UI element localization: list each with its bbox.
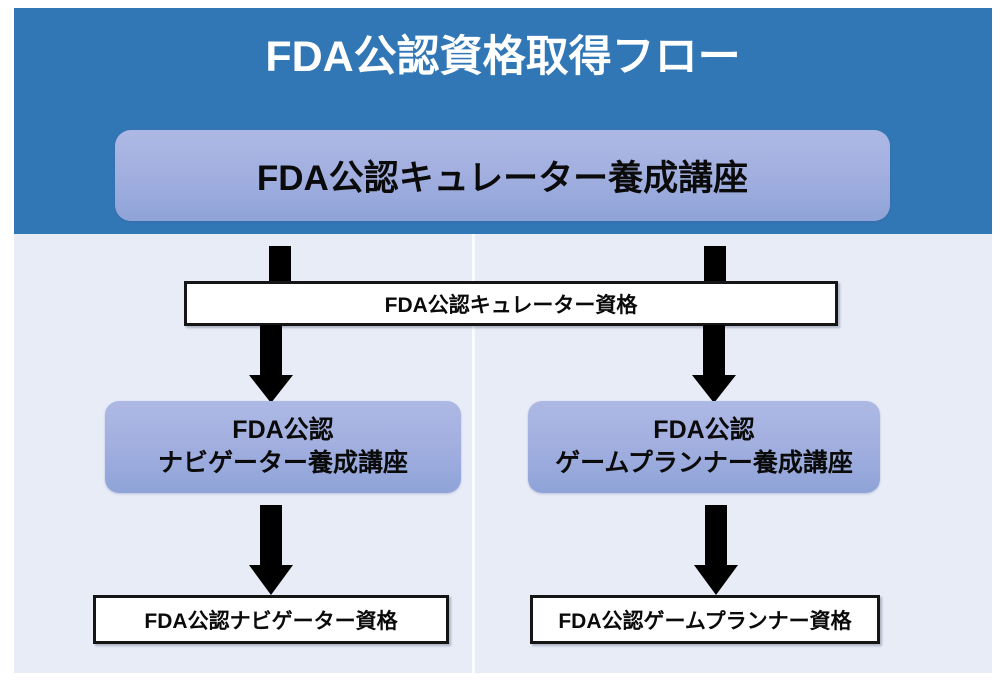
course-box-navigator-line1: FDA公認 [232,416,334,444]
arrow-curator-course-to-cert-left [259,246,301,284]
arrow-curator-cert-to-navigator-course [249,325,293,403]
cert-box-navigator-label: FDA公認ナビゲーター資格 [144,609,398,633]
course-box-curator-label: FDA公認キュレーター養成講座 [256,159,749,198]
course-box-navigator-label: FDA公認 ナビゲーター養成講座 [158,414,408,480]
cert-box-curator[interactable]: FDA公認キュレーター資格 [184,281,838,326]
cert-box-gameplanner[interactable]: FDA公認ゲームプランナー資格 [530,595,880,644]
page-title: FDA公認資格取得フロー [265,33,741,81]
cert-box-navigator[interactable]: FDA公認ナビゲーター資格 [93,595,449,644]
arrow-curator-course-to-cert-right [694,246,736,284]
course-box-gameplanner[interactable]: FDA公認 ゲームプランナー養成講座 [528,401,880,493]
course-box-curator[interactable]: FDA公認キュレーター養成講座 [115,130,890,221]
branch-divider [472,234,475,673]
arrow-navigator-course-to-cert [249,505,293,595]
course-box-navigator-line2: ナビゲーター養成講座 [157,449,408,477]
cert-box-gameplanner-label: FDA公認ゲームプランナー資格 [558,609,852,633]
arrow-curator-cert-to-gameplanner-course [692,325,736,403]
course-box-gameplanner-line1: FDA公認 [653,416,755,444]
arrow-gameplanner-course-to-cert [694,505,738,595]
cert-box-curator-label: FDA公認キュレーター資格 [384,293,638,317]
course-box-gameplanner-line2: ゲームプランナー養成講座 [555,449,853,477]
course-box-navigator[interactable]: FDA公認 ナビゲーター養成講座 [105,401,461,493]
course-box-gameplanner-label: FDA公認 ゲームプランナー養成講座 [555,414,853,480]
